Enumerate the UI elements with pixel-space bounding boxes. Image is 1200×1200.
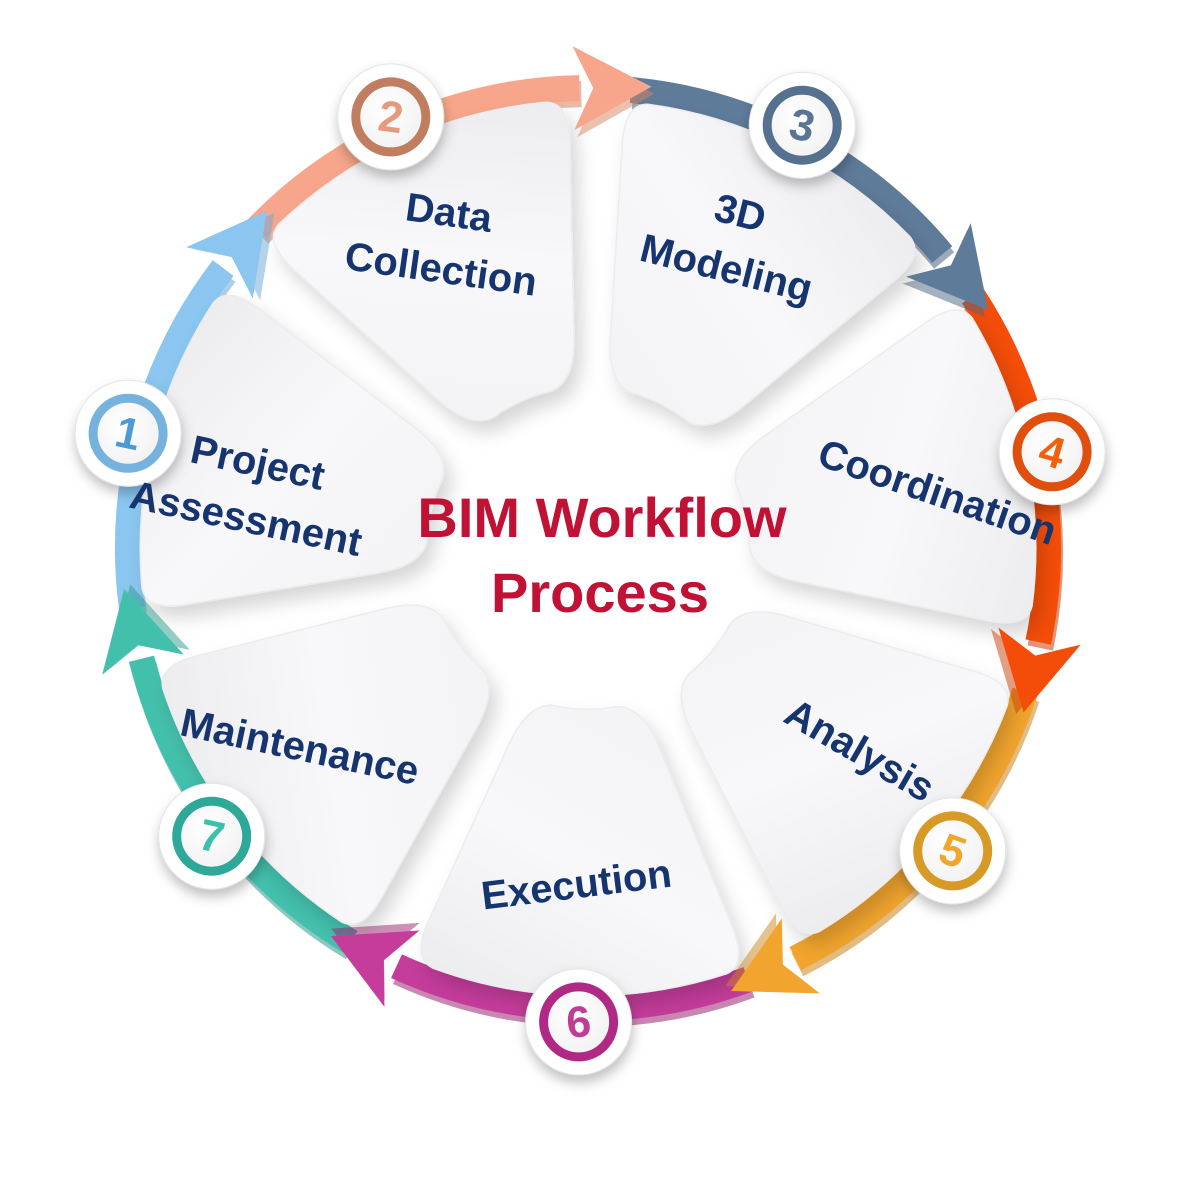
badge-6-number: 6 bbox=[564, 997, 593, 1048]
badge-3-ring bbox=[762, 85, 842, 165]
badge-7: 7 bbox=[158, 782, 266, 890]
badge-6-ring bbox=[539, 982, 619, 1062]
badge-1: 1 bbox=[74, 379, 182, 487]
badges: 1 2 3 4 5 6 7 bbox=[74, 63, 1106, 1076]
badge-7-ring bbox=[172, 796, 252, 876]
badge-2: 2 bbox=[337, 63, 445, 171]
title-line-2: Process bbox=[491, 561, 709, 624]
badge-2-ring bbox=[351, 77, 431, 157]
badge-5: 5 bbox=[899, 797, 1007, 905]
badge-4: 4 bbox=[998, 398, 1106, 506]
badge-3: 3 bbox=[748, 71, 856, 179]
badge-1-ring bbox=[88, 393, 168, 473]
badge-5-ring bbox=[913, 811, 993, 891]
badge-6: 6 bbox=[525, 968, 633, 1076]
title-line-1: BIM Workflow bbox=[417, 486, 787, 549]
badge-4-ring bbox=[1012, 412, 1092, 492]
diagram-title: BIM Workflow Process bbox=[417, 486, 787, 624]
